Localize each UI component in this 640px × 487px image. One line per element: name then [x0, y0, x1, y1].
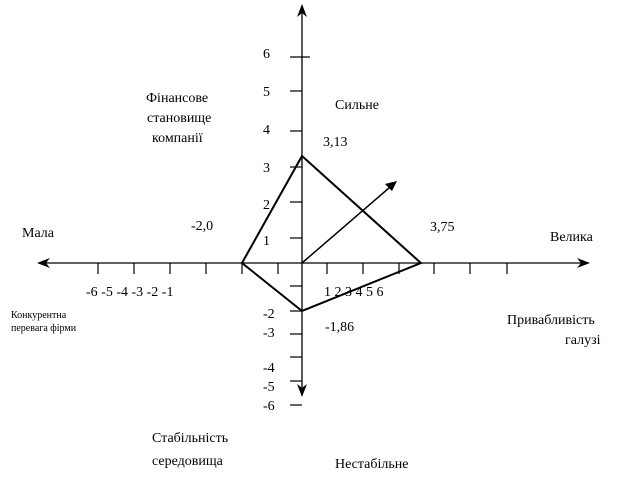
- competitive-advantage-label: Конкурентна перевага фірми: [11, 310, 77, 334]
- axis-ticks: [97, 56, 508, 406]
- y-negative-tick-labels: -2 -3 -4 -5 -6: [263, 307, 275, 414]
- y-axis-arrow-down: [297, 384, 307, 397]
- label-line: середовища: [152, 454, 224, 469]
- industry-attractiveness-value: 3,75: [430, 220, 455, 235]
- x-negative-tick-labels: -6 -5 -4 -3 -2 -1: [86, 285, 173, 300]
- y-tick-label: 6: [263, 47, 270, 62]
- y-tick-label: 1: [263, 234, 270, 249]
- industry-attractiveness-label: Привабливість галузі: [507, 313, 601, 348]
- strong-label: Сильне: [335, 98, 379, 113]
- label-line: Привабливість: [507, 313, 595, 328]
- y-tick-label: -3: [263, 326, 275, 341]
- label-line: галузі: [565, 333, 601, 348]
- x-axis-arrow-right: [577, 258, 590, 268]
- label-line: компанії: [152, 131, 203, 146]
- label-line: Стабільність: [152, 431, 228, 446]
- competitive-advantage-value: -2,0: [191, 219, 213, 234]
- unstable-label: Нестабільне: [335, 457, 408, 472]
- label-line: Фінансове: [146, 91, 208, 106]
- y-tick-label: -2: [263, 307, 275, 322]
- financial-strength-label: Фінансове становище компанії: [146, 91, 211, 146]
- strategy-vector: [301, 183, 394, 264]
- y-tick-label: -4: [263, 361, 275, 376]
- large-label: Велика: [550, 230, 594, 245]
- x-positive-tick-labels: 1 2 3 4 5 6: [324, 285, 384, 300]
- label-line: становище: [147, 111, 211, 126]
- y-tick-label: -5: [263, 380, 275, 395]
- y-tick-label: 4: [263, 123, 270, 138]
- environment-stability-value: -1,86: [325, 320, 354, 335]
- label-line: Конкурентна: [11, 310, 67, 321]
- strategy-vector-arrowhead: [385, 181, 397, 191]
- strategy-polygon: [240, 154, 423, 313]
- y-tick-label: 2: [263, 198, 270, 213]
- label-line: перевага фірми: [11, 323, 77, 334]
- x-axis-arrow-left: [37, 258, 50, 268]
- environment-stability-label: Стабільність середовища: [152, 431, 228, 469]
- y-tick-label: -6: [263, 399, 275, 414]
- y-tick-label: 5: [263, 85, 270, 100]
- financial-strength-value: 3,13: [323, 135, 348, 150]
- y-axis-arrow-up: [297, 4, 307, 17]
- y-tick-label: 3: [263, 161, 270, 176]
- y-positive-tick-labels: 6 5 4 3 2 1: [263, 47, 270, 249]
- small-label: Мала: [22, 226, 55, 241]
